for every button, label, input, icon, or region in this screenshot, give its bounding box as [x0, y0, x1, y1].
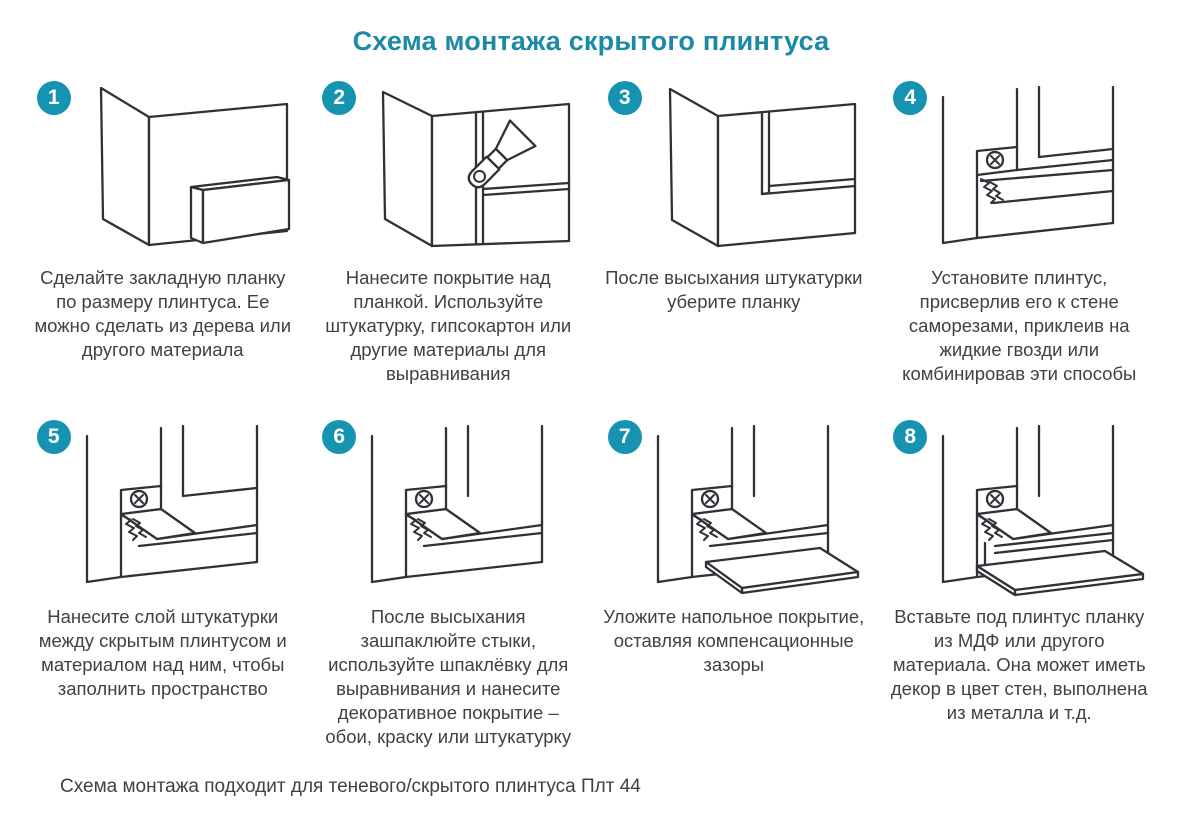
illustration-joints-filled-and-finished [371, 425, 544, 584]
step-7-figure: 7 [606, 412, 862, 597]
illustration-plaster-fill-over-plinth [85, 425, 258, 584]
step-number-badge: 8 [893, 420, 928, 455]
step-number-badge: 2 [322, 81, 357, 115]
step-number-badge: 1 [36, 81, 71, 115]
step-6: 6 После высыхания зашпаклюйте стыки, исп… [312, 412, 586, 749]
illustration-groove-after-plank-removed [668, 87, 856, 248]
step-2-figure: 2 [320, 73, 576, 258]
step-2: 2 Нанесите покрытие над планкой. Использ… [312, 73, 586, 386]
step-caption: После высыхания зашпаклюйте стыки, испол… [325, 606, 572, 748]
infographic-page: Схема монтажа скрытого плинтуса 1 Сделай… [26, 26, 1156, 797]
step-caption: Сделайте закладную планку по размеру пли… [34, 267, 292, 361]
illustration-insert-strip-under-plinth [942, 425, 1145, 597]
illustration-plinth-screwed-to-wall [942, 85, 1115, 245]
step-caption: После высыхания штукатурки уберите планк… [605, 267, 863, 313]
step-1: 1 Сделайте закладную планку по размеру п… [26, 73, 300, 386]
step-caption: Нанесите покрытие над планкой. Используй… [325, 267, 572, 385]
step-caption: Вставьте под плинтус планку из МДФ или д… [890, 606, 1148, 724]
step-8: 8 Вставьте под плинтус планку из МДФ или… [883, 412, 1157, 749]
step-1-figure: 1 [35, 73, 291, 258]
putty-knife-icon [467, 119, 537, 189]
illustration-floor-covering-with-expansion-gap [656, 425, 859, 595]
step-caption: Нанесите слой штукатурки между скрытым п… [38, 606, 287, 700]
step-4-figure: 4 [891, 73, 1147, 258]
step-number-badge: 3 [607, 81, 642, 115]
step-5: 5 Нанесите слой штукатурки между скрытым… [26, 412, 300, 749]
page-title: Схема монтажа скрытого плинтуса [352, 26, 830, 56]
step-caption: Установите плинтус, присверлив его к сте… [902, 267, 1137, 385]
step-8-figure: 8 [891, 412, 1147, 597]
step-5-figure: 5 [35, 412, 291, 597]
step-3: 3 После высыхания штукатурки уберите пла… [597, 73, 871, 386]
step-6-figure: 6 [320, 412, 576, 597]
step-number-badge: 4 [893, 81, 928, 115]
step-number-badge: 5 [36, 420, 71, 455]
floor-covering-plank [976, 550, 1145, 597]
footer-note: Схема монтажа подходит для теневого/скры… [60, 775, 641, 797]
step-3-figure: 3 [606, 73, 862, 258]
step-7: 7 Уложите напольное покрытие, оставляя к… [597, 412, 871, 749]
step-caption: Уложите напольное покрытие, оставляя ком… [603, 606, 865, 676]
step-4: 4 Установите плинтус, присверлив его к с… [883, 73, 1157, 386]
illustration-coating-applied-with-putty-knife [382, 90, 571, 248]
steps-grid: 1 Сделайте закладную планку по размеру п… [26, 73, 1156, 750]
step-number-badge: 7 [607, 420, 642, 455]
step-number-badge: 6 [322, 420, 357, 455]
floor-covering-plank [704, 547, 859, 595]
illustration-wall-corner-with-mounting-plank [99, 86, 290, 247]
